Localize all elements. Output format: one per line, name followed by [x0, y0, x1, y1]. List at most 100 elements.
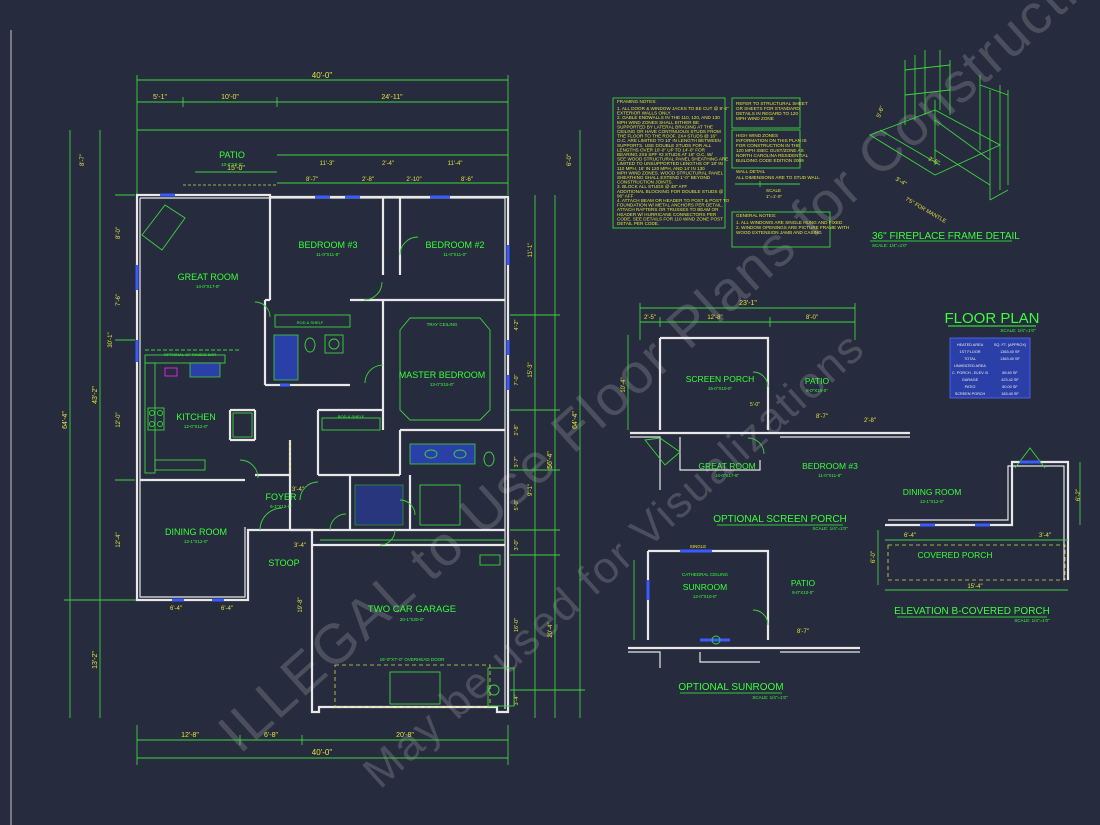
- dim-right-r2: 4'-2": [514, 319, 520, 330]
- framing-notes-lines: 1. ALL DOOR & WINDOW JACKS TO BE CUT @ 8…: [617, 106, 730, 226]
- framing-note-line: MPH WIND ZONES. WOOD STRUCTURAL PANEL: [617, 170, 724, 175]
- sp-dim-3: 8'-0": [806, 315, 818, 321]
- refer-note-line: REFER TO STRUCTURAL SHEET: [736, 101, 808, 106]
- fireplace-title: 36" FIREPLACE FRAME DETAIL: [872, 231, 1020, 242]
- wind-note-line: BUILDING CODE EDITION 2009: [736, 158, 804, 163]
- dim-right-r11: 9'-1": [528, 484, 534, 496]
- kitchen-sink: [189, 362, 221, 378]
- cp-dim-1: 6'-4": [904, 533, 916, 539]
- room-garage: TWO CAR GARAGE: [368, 604, 456, 615]
- area-table-cell: 1ST FLOOR: [959, 350, 980, 354]
- dim-top-total: 40'-0": [312, 71, 333, 80]
- dim-l5: 12'-4": [116, 532, 122, 547]
- wind-note-line: HIGH WIND ZONES: [736, 133, 778, 138]
- framing-note-line: EXTERIOR WALLS ONLY.: [617, 111, 671, 116]
- room-kitchen: KITCHEN: [176, 412, 216, 422]
- dim-patio-width: 15'-0": [227, 165, 245, 172]
- refrigerator: [232, 412, 253, 438]
- sp-dim-1: 2'-5": [644, 315, 656, 321]
- dim-left-c: 30'-1": [108, 332, 114, 347]
- elevation-b-covered-porch: DINING ROOM 13-1"X12-0" 6'-4" 3'-4" COVE…: [871, 447, 1082, 623]
- rod-shelf-label-1: ROD & SHELF: [297, 320, 324, 325]
- sp-patio: PATIO: [805, 376, 830, 386]
- dim-bottom-b: 6'-8": [264, 732, 278, 739]
- area-table-cell: SCREEN PORCH: [955, 392, 986, 396]
- room-bedroom3: BEDROOM #3: [298, 240, 357, 250]
- dim-top-b: 10'-0": [221, 94, 239, 101]
- general-note-line: 1. ALL WINDOWS ARE SINGLE HUNG AND FIXED: [736, 220, 843, 225]
- range: [147, 407, 165, 431]
- room-patio: PATIO: [219, 150, 245, 160]
- refer-note-line: OR SHEETS FOR STANDARD: [736, 106, 800, 111]
- dim-in4: 8'-7": [306, 177, 318, 183]
- sp-great-room-dim: 14-0"X17-8": [715, 473, 740, 478]
- dim-l3: 7'-6": [116, 294, 122, 306]
- dim-bottom-c: 20'-8": [396, 732, 414, 739]
- area-table-cell: GARAGE: [962, 378, 979, 382]
- room-great-room: GREAT ROOM: [178, 272, 239, 282]
- general-note-line: 2. WINDOW OPENINGS ARE PICTURE FRAME WIT…: [736, 225, 849, 230]
- dim-left-a: 43'-2": [92, 386, 99, 404]
- garage-door-outline: [334, 664, 491, 708]
- dim-l2: 8'-0": [116, 227, 122, 239]
- optional-bar-label: OPTIONAL 12" RAISED BAR: [164, 352, 217, 357]
- framing-note-line: HEADER W/ HURRICANE CONNECTORS PER: [617, 212, 717, 217]
- cp-dining: DINING ROOM: [903, 487, 962, 497]
- framing-notes: FRAMING NOTES: 1. ALL DOOR & WINDOW JACK…: [612, 97, 730, 229]
- area-table-cell: TOTAL: [964, 357, 976, 361]
- main-floor-plan: 40'-0" 5'-1" 10'-0" 24'-11" 40'-0" 12'-8…: [62, 71, 585, 765]
- room-foyer-dim: 6-1"X12-0": [270, 504, 292, 509]
- area-table-cell: PATIO: [965, 385, 976, 389]
- framing-note-line: 1. ALL DOOR & WINDOW JACKS TO BE CUT @ 8…: [617, 106, 729, 111]
- framing-note-line: LIMITED TO UNSUPPORTED LENGTHS OF 18' IN: [617, 161, 723, 166]
- sp-dim-total: 23'-1": [739, 300, 757, 307]
- area-table-cell: 1363.40 SF: [1000, 357, 1020, 361]
- fireplace-scale: SCALE: 1/4"=1'0": [872, 243, 908, 248]
- framing-note-line: SUPPORTS. USE DOUBLE STUDS FOR ALL: [617, 143, 712, 148]
- dim-right-r7: 3'-0": [514, 539, 520, 550]
- dim-top-c: 24'-11": [381, 94, 403, 101]
- dim-s3: 3'-4": [292, 487, 304, 493]
- dim-in5: 2'-8": [362, 177, 374, 183]
- dim-in2: 2'-4": [382, 161, 394, 167]
- framing-note-line: THE FLOOR TO THE ROOF. 2X4 STUDS @ 16": [617, 134, 717, 139]
- sr-dim-top: SINGLE: [690, 544, 707, 549]
- framing-note-line: ATTACH RAFTERS OR TRUSSES TO BEAM OR: [617, 207, 719, 212]
- dim-right-b: 15'-3": [528, 362, 534, 377]
- dim-right-r10: 3'-4": [514, 694, 520, 705]
- interior-walls: [140, 197, 505, 547]
- framing-note-line: DETAIL PER CODE.: [617, 221, 659, 226]
- floor-plan-scale: SCALE: 1/4"=1'0": [1000, 328, 1036, 333]
- framing-note-line: CEILING OR HAVE CONTINUOUS STUDS FROM: [617, 129, 721, 134]
- master-shower: [354, 484, 404, 526]
- sr-patio: PATIO: [791, 578, 816, 588]
- room-master-bedroom-dim: 13-0"X15-0": [430, 382, 455, 387]
- wind-note-line: FOR CONSTRUCTION IN THE: [736, 143, 800, 148]
- dim-in3: 11'-4": [448, 161, 463, 167]
- dim-g2: 6'-4": [221, 606, 233, 612]
- dim-left-total: 64'-4": [62, 411, 69, 429]
- general-notes-lines: 1. ALL WINDOWS ARE SINGLE HUNG AND FIXED…: [736, 220, 849, 235]
- hall-sink: [328, 338, 340, 350]
- tray-ceiling-label: TRAY CEILING: [427, 322, 458, 327]
- sp-patio-dim: 8-0"X10-0": [806, 388, 828, 393]
- fireplace-dim-2: 2'-5": [927, 156, 940, 166]
- sp-dim-2: 12'-8": [707, 315, 722, 321]
- room-kitchen-dim: 12-0"X12-0": [184, 424, 209, 429]
- sr-room-dim: 12-0"X10-0": [693, 594, 718, 599]
- dim-right-r8: 16'-0": [514, 618, 520, 632]
- wind-note-line: 120 MPH 3SEC GUST/ZONE AS: [736, 148, 804, 153]
- sp-room-dim: 15-0"X10-0": [708, 386, 733, 391]
- dim-in1: 11'-3": [320, 161, 335, 167]
- wall-detail-title: WALL DETAIL: [736, 169, 766, 174]
- dim-g1: 6'-4": [170, 606, 182, 612]
- area-table-cell: 423.42 SF: [1001, 378, 1019, 382]
- sr-room: SUNROOM: [683, 582, 727, 592]
- kitchen-counter: [144, 354, 226, 364]
- windows: [135, 193, 510, 602]
